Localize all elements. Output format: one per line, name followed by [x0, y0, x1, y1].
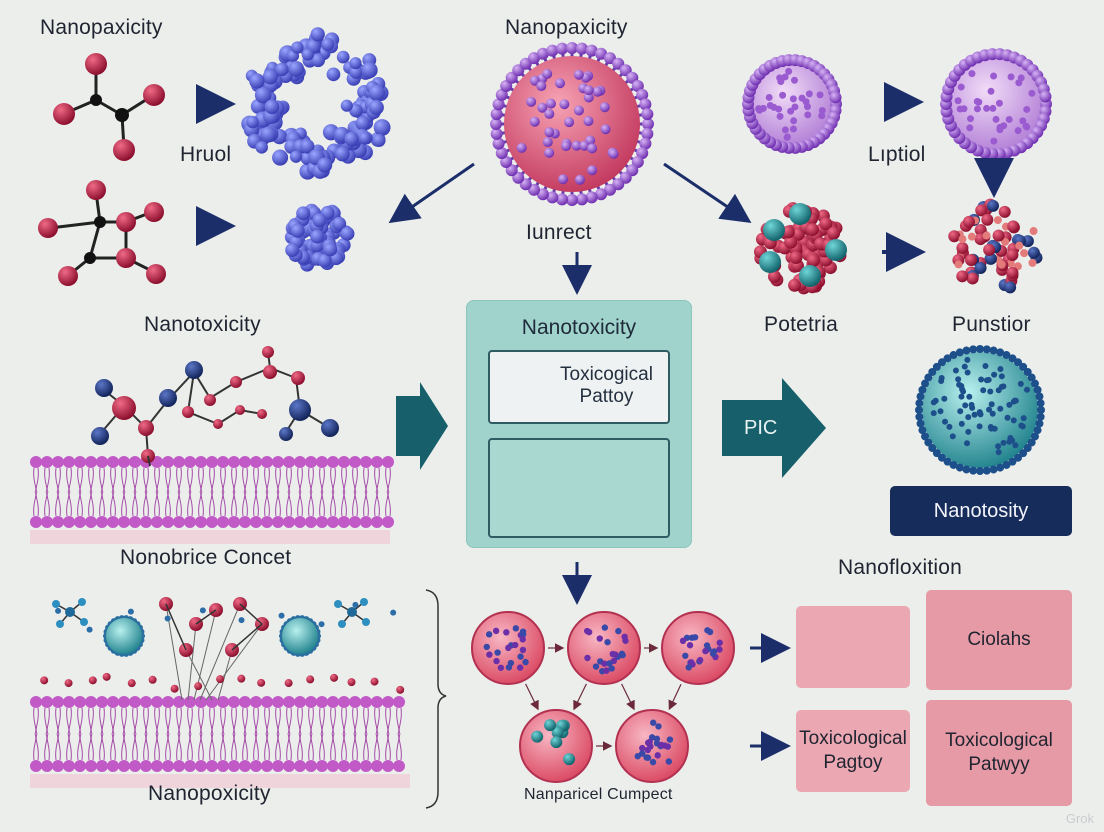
molecule-chain [91, 346, 339, 467]
label-nonobrice: Nonobrice Concet [120, 546, 292, 569]
box-ciolahs: Ciolahs [926, 590, 1072, 690]
blue-ring-cluster [241, 27, 391, 180]
teal-arrow-left [396, 382, 448, 470]
lilac-particle-2 [940, 48, 1052, 160]
label-potetria: Potetria [764, 313, 838, 336]
box-tox-right-line-2: Patwyy [968, 754, 1030, 775]
nanotosity-badge: Nanotosity [890, 486, 1072, 536]
box-toxicological-right: Toxicological Patwyy [926, 700, 1072, 806]
panel-top-text-line-1: Toxicogical [560, 364, 653, 385]
title-top-left: Nanopaxicity [40, 16, 163, 39]
label-nanparicel: Nanparicel Cumpect [524, 786, 673, 803]
watermark: Grok [1065, 811, 1094, 826]
title-bottom-left: Nanopoxicity [148, 782, 271, 805]
bottom-molecules [40, 597, 405, 701]
box-tox-left-line-1: Toxicological [799, 728, 907, 749]
panel-top-text-line-2: Pattoy [579, 386, 634, 407]
teal-arrow-pic [722, 378, 826, 478]
teal-nanoparticle [915, 345, 1045, 475]
label-nanotoxicity-left: Nanotoxicity [144, 313, 261, 336]
box-tox-left-line-2: Pagtoy [823, 752, 883, 773]
panel-title: Nanotoxicity [521, 316, 637, 339]
title-top-center: Nanopaxicity [505, 16, 628, 39]
label-hruol: Hruol [180, 143, 232, 166]
box-particle [796, 606, 910, 688]
red-teal-cluster [753, 202, 847, 295]
label-liptiol: Lıptiol [868, 143, 926, 166]
panel-top-text: Toxicogical Pattoy [560, 364, 653, 408]
molecule-top-left [53, 53, 165, 161]
membrane-bottom [30, 696, 410, 788]
mixed-cluster [948, 198, 1043, 294]
blue-sphere-cluster [284, 203, 355, 272]
bracket [425, 589, 447, 809]
membrane-top [30, 456, 394, 544]
label-iunrect: Iunrect [526, 221, 592, 244]
cell-network [471, 611, 735, 783]
nanotoxicity-panel: Nanotoxicity Toxicogical Pattoy [466, 300, 692, 548]
molecule-mid-left [38, 180, 166, 286]
arrow-center-right [663, 162, 752, 224]
panel-bottom-box [488, 438, 670, 538]
central-nanoparticle [490, 42, 654, 206]
label-punstior: Punstior [952, 313, 1031, 336]
box-tox-right-line-1: Toxicological [945, 730, 1053, 751]
label-nanofloxition: Nanofloxition [838, 556, 963, 579]
arrow-label-pic: PIC [744, 417, 778, 439]
arrow-center-left [388, 162, 475, 224]
box-toxicological-left: Toxicological Pagtoy [796, 710, 910, 792]
lilac-particle-1 [742, 54, 842, 154]
panel-top-box: Toxicogical Pattoy [488, 350, 670, 424]
